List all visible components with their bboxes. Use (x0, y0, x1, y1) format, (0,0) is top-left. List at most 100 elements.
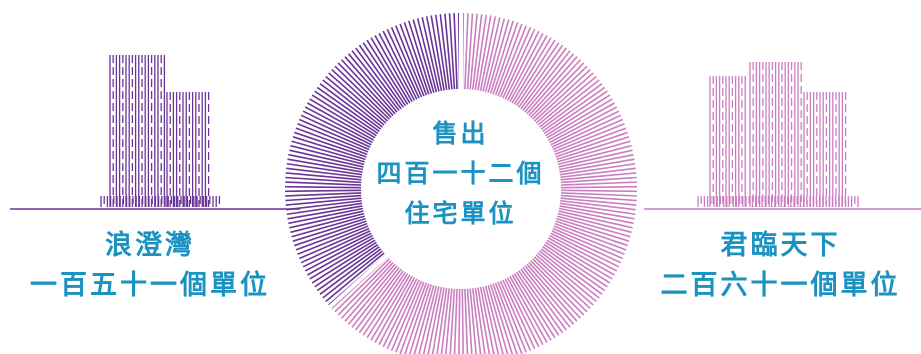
donut-slice-right-stripe (558, 153, 634, 171)
donut-slice-right-stripe (499, 26, 532, 98)
donut-slice-right-stripe (511, 274, 552, 341)
donut-slice-left-stripe (316, 86, 380, 132)
donut-slice-right-stripe (559, 158, 635, 173)
donut-slice-left-stripe (340, 59, 394, 117)
donut-slice-right-stripe (553, 123, 625, 153)
donut-slice-left-stripe (307, 237, 375, 276)
right-development-count: 二百六十一個單位 (660, 270, 901, 301)
donut-slice-right-stripe (489, 20, 514, 94)
donut-slice-left-stripe (386, 28, 420, 99)
building-left-block-3 (100, 196, 221, 207)
donut-slice-right-stripe (554, 222, 627, 251)
building-right-block-2 (749, 62, 802, 207)
donut-slice-right-stripe (427, 286, 443, 354)
center-label-line-2: 四百一十二個 (376, 159, 545, 188)
donut-slice-left-stripe (290, 144, 365, 166)
donut-slice-left-stripe (294, 131, 367, 158)
donut-slice-right-stripe (344, 263, 396, 322)
building-right-block-3 (803, 92, 847, 207)
donut-slice-right-stripe (374, 275, 413, 343)
donut-slice-left-stripe (328, 72, 387, 124)
donut-slice-left-stripe (316, 246, 380, 292)
donut-slice-right-stripe (528, 59, 582, 117)
donut-slice-left-stripe (344, 56, 396, 115)
donut-slice-left-stripe (285, 176, 362, 184)
donut-slice-right-stripe (549, 234, 618, 272)
donut-slice-right-stripe (522, 50, 571, 111)
donut-slice-right-stripe (334, 258, 390, 313)
donut-slice-left-stripe (285, 181, 362, 186)
donut-slice-left-stripe (286, 199, 362, 211)
donut-slice-left-stripe (351, 50, 400, 111)
donut-slice-right-stripe (556, 136, 630, 161)
donut-slice-right-stripe (469, 288, 477, 354)
donut-slice-right-stripe (422, 286, 440, 354)
donut-slice-right-stripe (513, 273, 556, 339)
donut-slice-right-stripe (560, 199, 636, 211)
donut-slice-right-stripe (528, 261, 582, 319)
donut-slice-right-stripe (382, 278, 418, 348)
donut-slice-left-stripe (434, 14, 448, 91)
donut-slice-right-stripe (542, 86, 606, 132)
donut-slice-right-stripe (466, 288, 473, 354)
donut-slice-left-stripe (309, 239, 376, 280)
donut-slice-right-stripe (494, 23, 523, 96)
donut-slice-right-stripe (549, 106, 618, 144)
donut-slice-right-stripe (555, 220, 628, 247)
left-development-name: 浪澄灣 (105, 230, 195, 261)
donut-slice-left-stripe (300, 230, 371, 264)
donut-slice-right-stripe (543, 243, 608, 288)
donut-slice-right-stripe (540, 83, 603, 130)
donut-slice-right-stripe (540, 248, 603, 295)
donut-slice-left-stripe (425, 16, 443, 92)
donut-slice-right-stripe (547, 102, 615, 141)
donut-slice-right-stripe (560, 167, 636, 179)
donut-slice-left-stripe (285, 197, 362, 206)
donut-slice-right-stripe (555, 131, 628, 158)
donut-slice-right-stripe (489, 284, 514, 354)
donut-slice-right-stripe (560, 172, 637, 181)
donut-slice-right-stripe (386, 279, 420, 350)
donut-slice-left-stripe (325, 75, 385, 126)
donut-slice-right-stripe (550, 232, 620, 268)
donut-slice-left-stripe (291, 140, 365, 163)
donut-slice-right-stripe (560, 185, 637, 189)
left-development-label: 浪澄灣 一百五十一個單位 (0, 226, 300, 306)
center-label-line-1: 售出 (432, 119, 489, 148)
donut-slice-separator (327, 253, 390, 310)
donut-slice-right-stripe (554, 127, 627, 156)
donut-slice-left-stripe (322, 79, 383, 128)
donut-slice-right-stripe (355, 268, 402, 331)
donut-slice-left-stripe (286, 162, 363, 176)
donut-slice-right-stripe (395, 281, 425, 353)
donut-slice-left-stripe (285, 192, 362, 197)
donut-slice-left-stripe (403, 22, 430, 95)
donut-slice-left-stripe (421, 17, 440, 92)
donut-slice-right-stripe (518, 44, 564, 108)
donut-slice-right-stripe (484, 18, 506, 93)
donut-slice-left-stripe (294, 220, 367, 247)
building-right-block-1 (709, 76, 746, 207)
donut-slice-right-stripe (413, 285, 435, 354)
donut-slice-right-stripe (499, 280, 532, 352)
building-left-block-1 (109, 55, 166, 207)
donut-slice-right-stripe (504, 30, 540, 100)
donut-slice-right-stripe (557, 215, 631, 238)
donut-slice-right-stripe (511, 37, 552, 104)
donut-slice-right-stripe (524, 265, 575, 325)
right-development-name: 君臨天下 (720, 230, 841, 261)
donut-slice-right-stripe (560, 181, 637, 186)
donut-slice-right-stripe (351, 267, 400, 328)
donut-slice-right-stripe (533, 256, 591, 310)
donut-slice-left-stripe (444, 13, 453, 90)
donut-slice-right-stripe (477, 287, 491, 354)
donut-slice-right-stripe (559, 205, 635, 220)
donut-slice-right-stripe (518, 270, 564, 334)
donut-slice-left-stripe (286, 202, 363, 216)
donut-slice-left-stripe (337, 62, 392, 118)
center-label-line-3: 住宅單位 (404, 199, 517, 228)
donut-slice-right-stripe (520, 47, 567, 110)
donut-slice-right-stripe (522, 267, 571, 328)
donut-slice-left-stripe (448, 13, 456, 90)
donut-slice-right-stripe (362, 271, 407, 336)
